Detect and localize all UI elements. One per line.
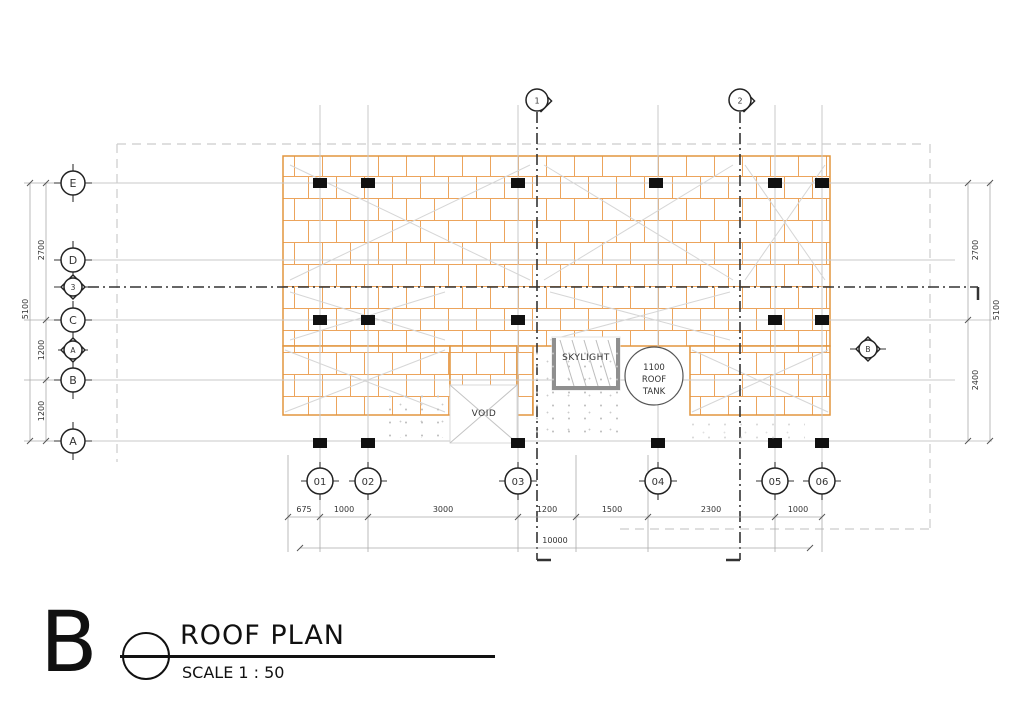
drawing-scale: SCALE 1 : 50 xyxy=(182,663,285,682)
flat-roof-stipple xyxy=(529,347,625,441)
dim-label: 1000 xyxy=(334,505,354,514)
section-marker-label: 2 xyxy=(737,97,742,106)
col-bubble-label: 03 xyxy=(512,477,525,488)
dim-label: 2700 xyxy=(37,240,46,260)
drawing-title: ROOF PLAN xyxy=(180,620,345,651)
dim-label: 5100 xyxy=(21,299,30,319)
dim-label: 1000 xyxy=(788,505,808,514)
section-lines xyxy=(88,112,980,562)
col-bubble-label: 06 xyxy=(816,477,829,488)
diamond-marker-label: B xyxy=(865,345,870,354)
dim-label: 5100 xyxy=(992,300,1001,320)
row-bubble-label: B xyxy=(69,374,77,387)
tank-label-roof: ROOF xyxy=(642,375,666,385)
dim-label: 10000 xyxy=(542,536,567,545)
row-bubble-label: E xyxy=(70,177,77,190)
flat-roof-stipple xyxy=(685,418,805,440)
flat-roof-stipple xyxy=(382,390,448,438)
void-opening xyxy=(449,384,518,444)
roof-tank xyxy=(624,346,684,406)
section-marker-label: 3 xyxy=(71,283,76,292)
diamond-marker-label: A xyxy=(70,346,76,355)
row-bubble-label: C xyxy=(69,314,77,327)
dim-label: 1200 xyxy=(37,401,46,421)
dimension-ticks xyxy=(26,179,994,552)
col-bubble-label: 01 xyxy=(314,477,327,488)
row-bubble-label: D xyxy=(69,254,77,267)
title-underline xyxy=(120,655,495,658)
dimension-lines xyxy=(24,182,991,552)
bubble-circles xyxy=(60,88,878,495)
setback-outline xyxy=(116,143,931,530)
tank-label-1100: 1100 xyxy=(643,363,665,373)
col-bubble-label: 04 xyxy=(652,477,665,488)
dim-label: 1500 xyxy=(602,505,622,514)
dim-label: 675 xyxy=(296,505,311,514)
dim-label: 1200 xyxy=(537,505,557,514)
void-label: VOID xyxy=(472,409,497,419)
col-bubble-label: 02 xyxy=(362,477,375,488)
columns xyxy=(313,178,829,448)
dim-label: 1200 xyxy=(37,340,46,360)
section-marker-label: 1 xyxy=(534,97,539,106)
dim-label: 2700 xyxy=(971,240,980,260)
dim-label: 2400 xyxy=(971,370,980,390)
sheet-letter: B xyxy=(40,593,98,691)
row-bubble-label: A xyxy=(69,435,77,448)
tank-label-tank: TANK xyxy=(642,387,666,397)
dim-label: 3000 xyxy=(433,505,453,514)
dim-label: 2300 xyxy=(701,505,721,514)
col-bubble-label: 05 xyxy=(769,477,782,488)
